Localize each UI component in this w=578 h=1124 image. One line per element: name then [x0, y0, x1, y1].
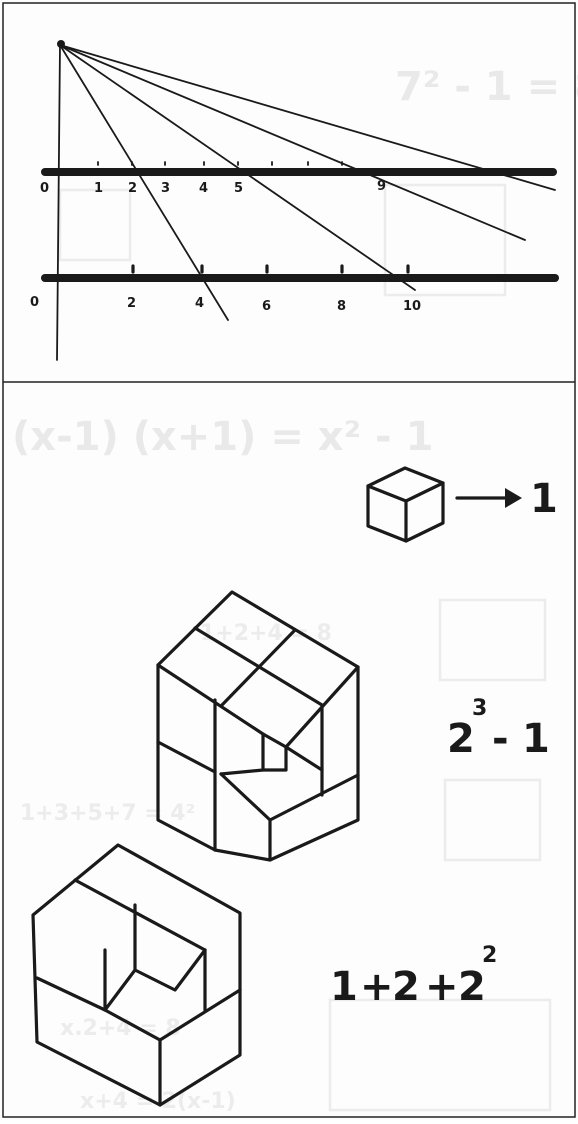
single-cube-top-face — [368, 468, 443, 501]
sum-block-outline — [33, 845, 240, 1105]
lower-cube-front-edge — [221, 774, 270, 860]
notch-inner-edges — [221, 734, 263, 774]
cube-one-plus-two-plus-four — [33, 845, 240, 1105]
bottom-label-2: 2 — [127, 296, 136, 311]
bottom-label-6: 6 — [262, 299, 271, 314]
expression-two-cubed-minus-one: 2 3 - 1 — [447, 696, 550, 762]
top-label-2: 2 — [128, 181, 137, 196]
ray-to-10 — [60, 45, 415, 290]
top-label-4: 4 — [199, 181, 208, 196]
show-through-grid-b — [445, 780, 540, 860]
arrow-head — [505, 488, 522, 508]
sum-inner-cube-edges — [105, 905, 135, 1010]
top-label-5: 5 — [234, 181, 243, 196]
show-through-square-a — [60, 190, 130, 260]
top-label-0: 0 — [40, 181, 49, 196]
sum-plus-a: + — [360, 964, 394, 1010]
sum-inner-floor — [135, 950, 205, 990]
sum-power-base: 2 — [458, 964, 486, 1010]
notch-floor-line — [286, 747, 322, 770]
single-cube — [368, 468, 443, 541]
top-label-1: 1 — [94, 181, 103, 196]
bottom-line-labels: 0 2 4 6 8 10 — [30, 295, 421, 314]
two-cubed-one: 1 — [522, 716, 550, 762]
top-label-3: 3 — [161, 181, 170, 196]
sum-top-seam — [75, 880, 205, 950]
bottom-line-ticks — [133, 266, 408, 272]
show-through-formula-middle: (x-1) (x+1) = x² - 1 — [12, 414, 433, 460]
show-through-formula-top: 7² - 1 = 8 x 6 — [395, 64, 578, 110]
top-label-9: 9 — [377, 179, 386, 194]
show-through-formula-bottom-b: x+4 = 2(x-1) — [80, 1089, 236, 1114]
bottom-label-8: 8 — [337, 299, 346, 314]
left-face-mid-line — [158, 742, 215, 772]
bottom-label-10: 10 — [403, 299, 421, 314]
two-cubed-minus-sign: - — [492, 716, 509, 762]
top-line-ticks — [98, 162, 342, 165]
ray-origin-dot — [57, 40, 65, 48]
sum-power-exponent: 2 — [482, 943, 497, 968]
sum-term-one: 1 — [330, 964, 358, 1010]
show-through-square-c — [330, 1000, 550, 1110]
show-through-formula-small-b: 1+3+5+7 = 4² — [20, 801, 195, 826]
show-through-grid-a — [440, 600, 545, 680]
two-cubed-exponent: 3 — [472, 696, 487, 721]
single-cube-value: 1 — [530, 476, 558, 522]
expression-sum: 1 + 2 + 2 2 — [330, 943, 497, 1010]
two-cubed-base: 2 — [447, 716, 475, 762]
right-face-mid-line — [270, 775, 358, 820]
notch-step — [263, 747, 286, 770]
sum-left-mid-line — [37, 978, 105, 1010]
bottom-label-4: 4 — [195, 296, 204, 311]
arrow-icon — [457, 488, 522, 508]
sum-term-two: 2 — [392, 964, 420, 1010]
top-line-labels: 0 1 2 3 4 5 9 — [40, 179, 386, 196]
sum-plus-b: + — [425, 964, 459, 1010]
bottom-label-0: 0 — [30, 295, 39, 310]
